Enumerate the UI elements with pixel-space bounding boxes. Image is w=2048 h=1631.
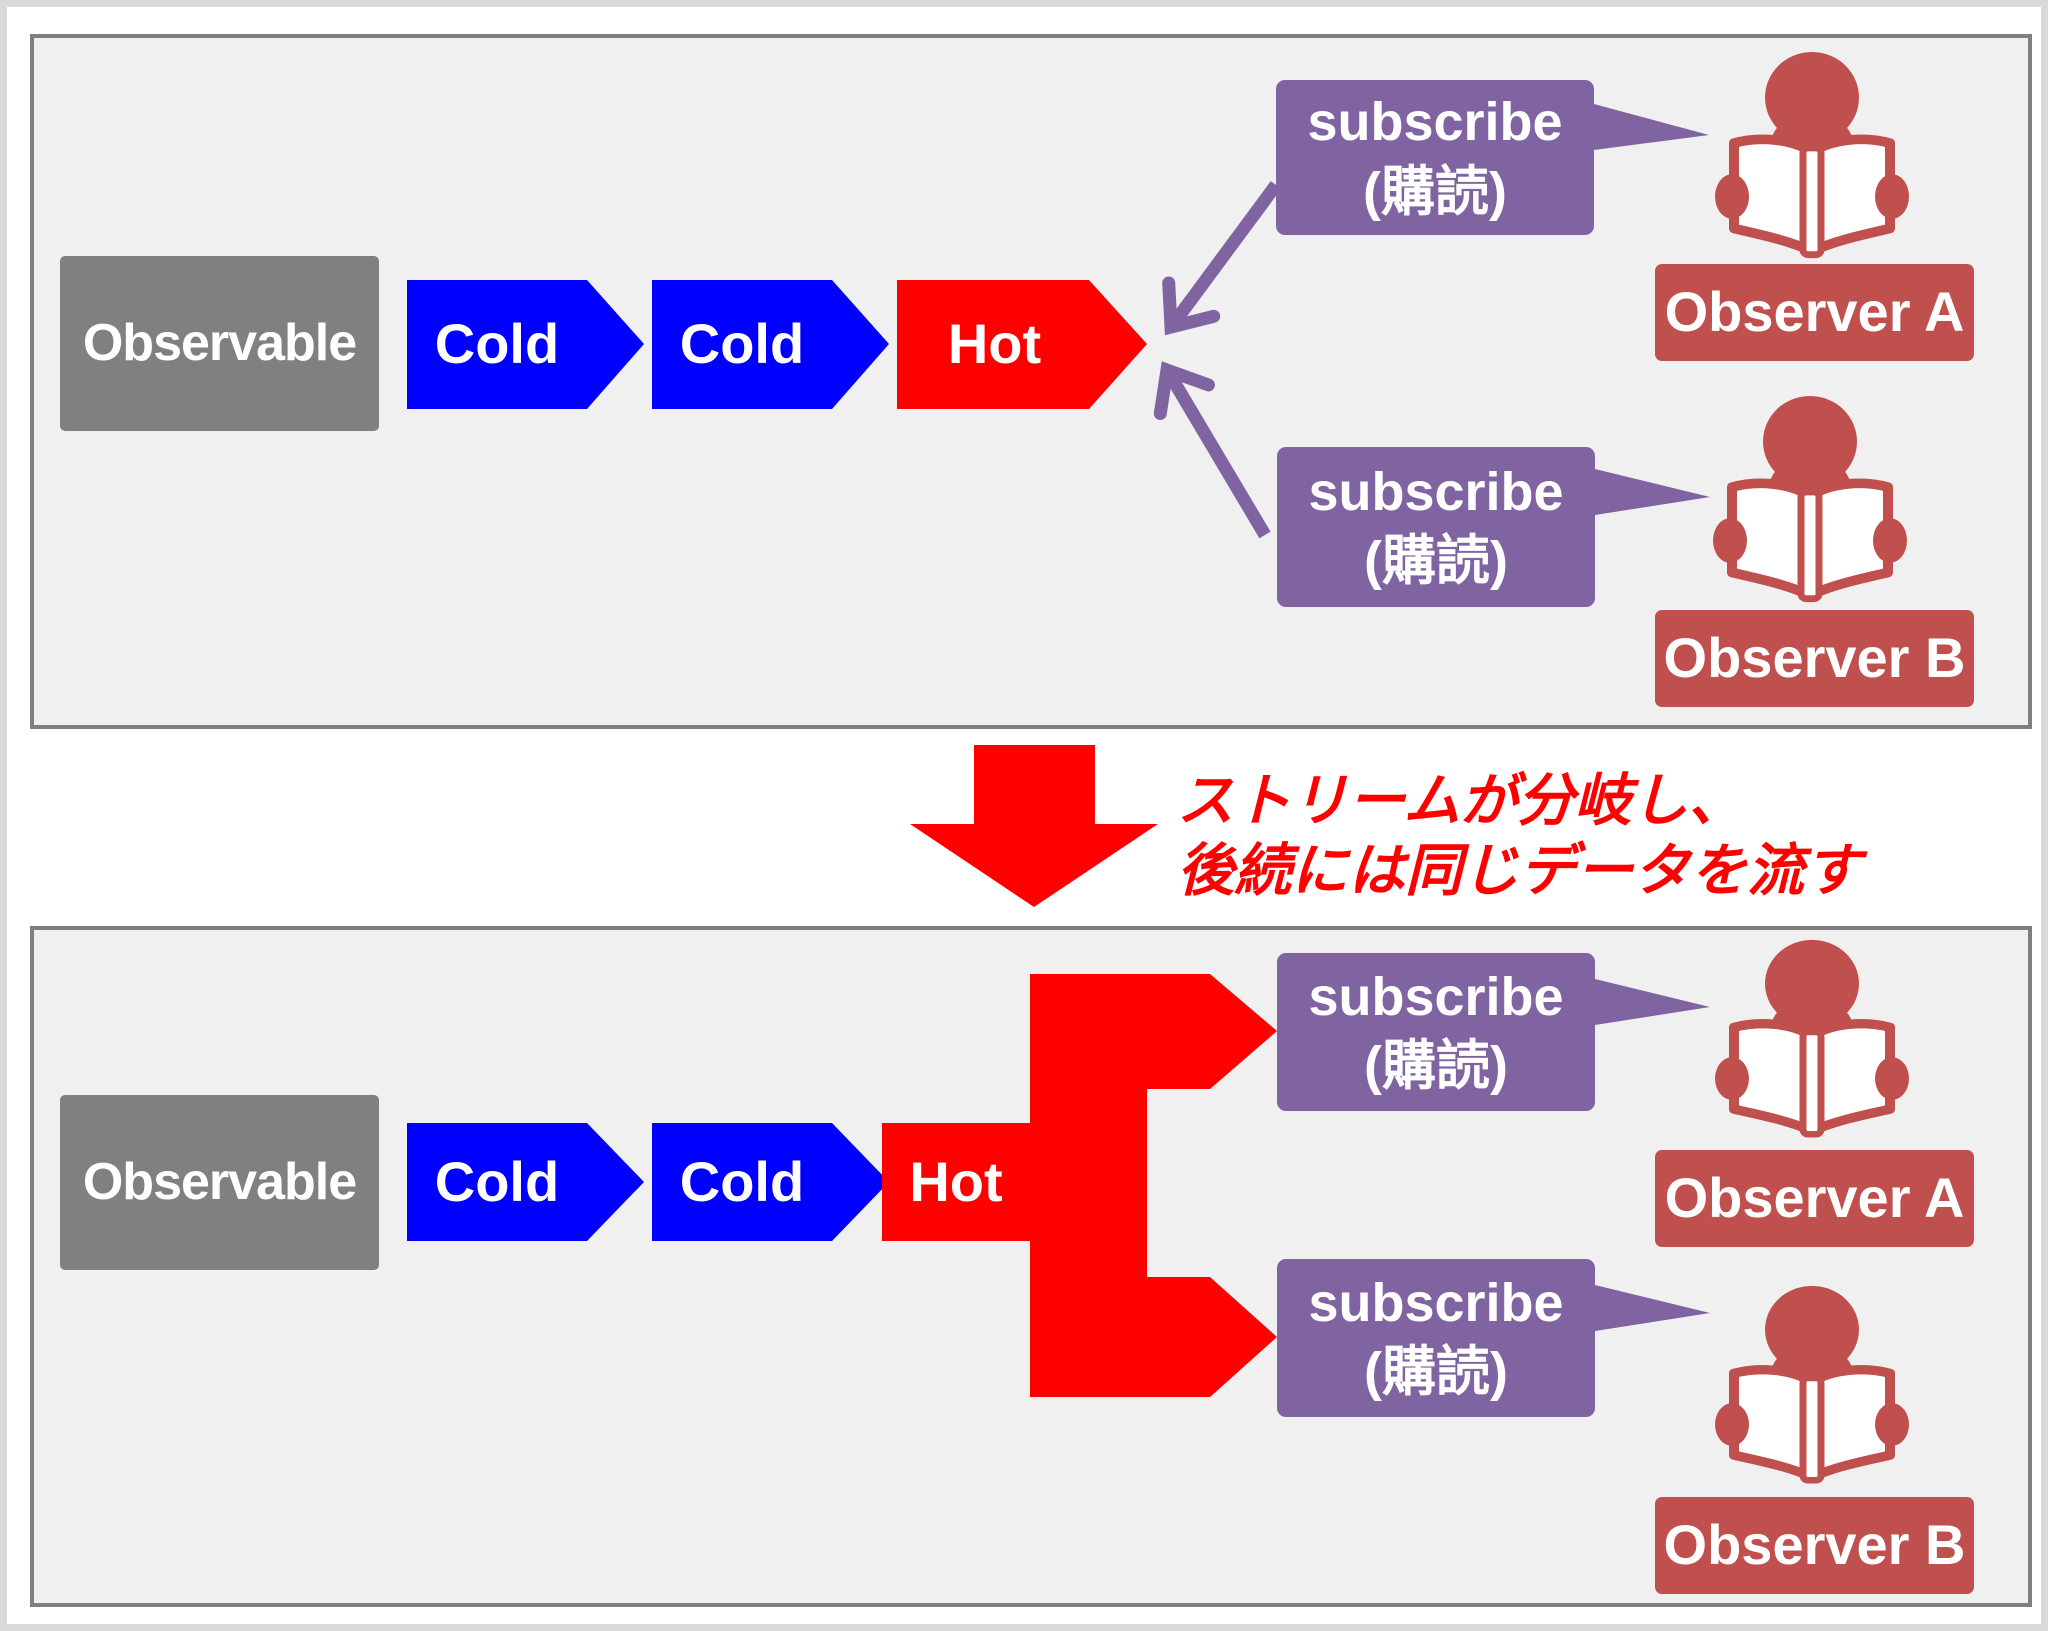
top-cold-arrow-2 xyxy=(652,280,889,409)
subscribe-label-ja: (購読) xyxy=(1363,161,1507,222)
bottom-cold-arrow-2 xyxy=(652,1123,889,1241)
bottom-subscribe1-tail xyxy=(1595,979,1710,1025)
top-hot-label: Hot xyxy=(947,312,1042,376)
transition-caption-line1: ストリームが分岐し、 xyxy=(1177,769,1746,833)
top-hot-arrow xyxy=(897,280,1147,409)
top-subscribe2-arrow xyxy=(1153,361,1271,539)
top-observable-box: Observable xyxy=(60,256,379,431)
bottom-observable-label: Observable xyxy=(82,1152,357,1211)
subscribe-label: subscribe xyxy=(1308,461,1564,522)
bottom-subscribe-box-1: subscribe (購読) xyxy=(1277,953,1595,1111)
bottom-observer-b-icon xyxy=(1715,1286,1909,1480)
subscribe-label: subscribe xyxy=(1307,92,1563,153)
subscribe-label-ja: (購読) xyxy=(1364,531,1508,591)
diagram-shapes xyxy=(407,7,2048,1631)
transition-down-arrow xyxy=(910,745,1158,907)
top-cold-label-2: Cold xyxy=(679,312,805,376)
top-observer-b-label: Observer B xyxy=(1655,610,1974,707)
bottom-stream-branch xyxy=(1030,974,1277,1397)
bottom-cold-arrow-1 xyxy=(407,1123,644,1241)
subscribe-label: subscribe xyxy=(1308,966,1564,1027)
subscribe-label: subscribe xyxy=(1308,1272,1564,1333)
top-observer-a-icon xyxy=(1715,52,1909,255)
transition-caption: ストリームが分岐し、 後続には同じデータを流す xyxy=(1177,767,1861,906)
top-subscribe2-tail xyxy=(1595,469,1710,515)
subscribe-label-ja: (購読) xyxy=(1364,1036,1508,1096)
top-subscribe-box-1: subscribe (購読) xyxy=(1276,80,1594,235)
bottom-subscribe-box-2: subscribe (購読) xyxy=(1277,1259,1595,1417)
bottom-observable-box: Observable xyxy=(60,1095,379,1270)
subscribe-label-ja: (購読) xyxy=(1364,1342,1508,1402)
top-observable-label: Observable xyxy=(82,313,357,372)
top-subscribe-box-2: subscribe (購読) xyxy=(1277,447,1595,607)
top-observer-b-icon xyxy=(1713,396,1907,599)
top-subscribe1-arrow xyxy=(1162,181,1282,336)
top-observer-a-label: Observer A xyxy=(1655,264,1974,361)
bottom-observer-a-icon xyxy=(1715,940,1909,1134)
bottom-subscribe2-tail xyxy=(1595,1285,1710,1331)
top-cold-arrow-1 xyxy=(407,280,644,409)
bottom-cold-label-2: Cold xyxy=(679,1149,805,1213)
bottom-observer-b-label: Observer B xyxy=(1655,1497,1974,1594)
bottom-cold-label-1: Cold xyxy=(434,1149,560,1213)
top-subscribe1-tail xyxy=(1594,104,1709,150)
bottom-hot-label: Hot xyxy=(909,1149,1003,1213)
bottom-observer-a-label: Observer A xyxy=(1655,1150,1974,1247)
bottom-hot-block xyxy=(882,1123,1030,1241)
top-cold-label-1: Cold xyxy=(434,312,560,376)
transition-caption-line2: 後続には同じデータを流す xyxy=(1177,838,1861,903)
